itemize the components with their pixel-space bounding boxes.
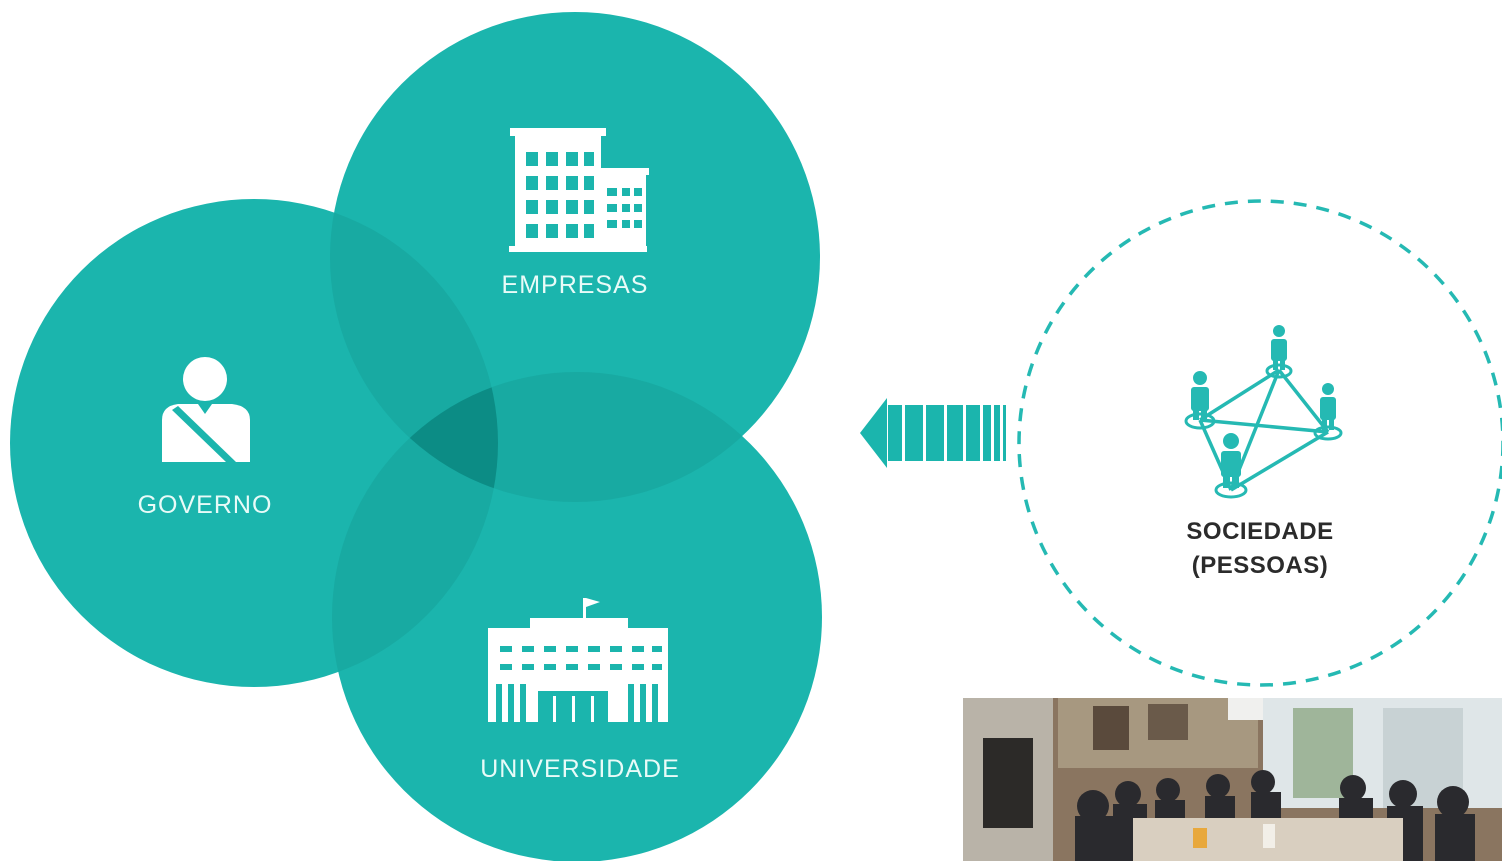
sociedade-label-line2: (PESSOAS) [1191,552,1329,579]
empresas-label: EMPRESAS [501,271,649,299]
sociedade-label-line1: SOCIEDADE [1186,518,1334,545]
governo-label: GOVERNO [137,491,273,519]
sociedade-label: SOCIEDADE (PESSOAS) [1130,515,1390,583]
government-official-icon [162,357,250,462]
people-network-icon [1184,325,1343,499]
universidade-label: UNIVERSIDADE [480,755,680,783]
arrow-left-icon [860,398,1006,468]
office-building-icon [509,128,649,252]
meeting-photo [963,698,1502,861]
overlap-governo-empresas [330,199,498,502]
sociedade-dashed-circle [1017,199,1502,687]
university-building-icon [488,598,668,722]
overlap-governo-universidade [332,372,498,687]
